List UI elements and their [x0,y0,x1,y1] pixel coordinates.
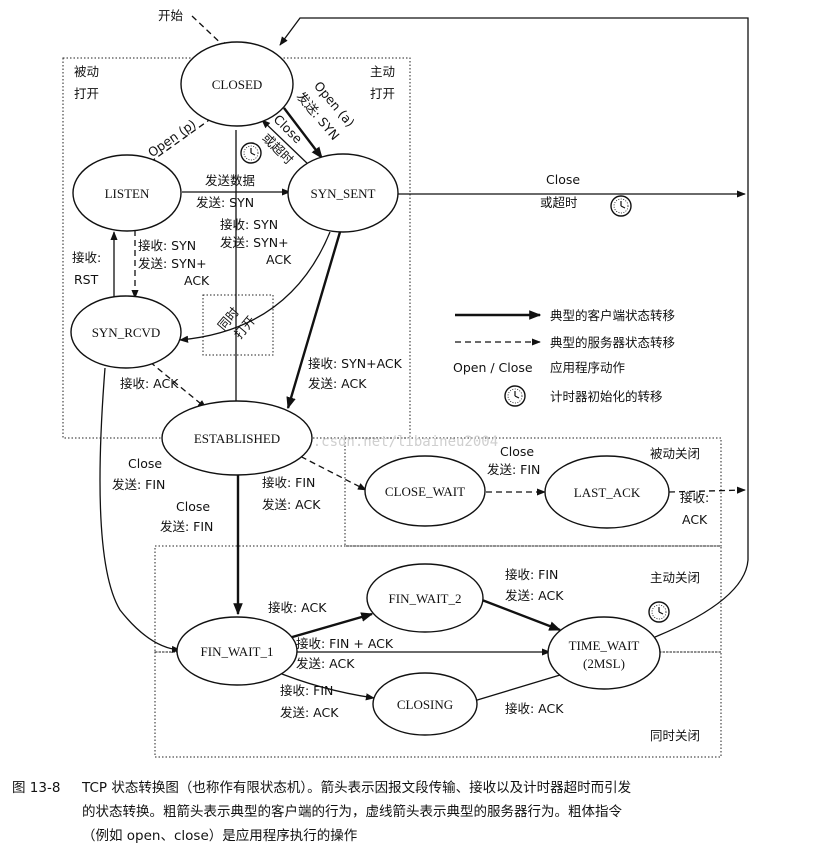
send-fin-left-label: 发送: FIN [160,519,213,534]
recv-rst-label: 接收: [72,250,101,265]
recv-ack-label: 接收: ACK [120,376,179,391]
send-fin-cw-label: 发送: FIN [487,462,540,477]
recv-synack-label: 接收: SYN+ACK [308,356,403,371]
time-wait-to-closed-arrow [279,17,749,638]
legend-timer-label: 计时器初始化的转移 [550,389,663,404]
fin-wait-1-to-fin-wait-2-arrow [281,612,374,642]
state-close-wait: CLOSE_WAIT [364,455,486,527]
recv-fin-fw2-label: 接收: FIN [505,567,558,582]
send-syn-ack-label: 发送: SYN+ [138,256,207,271]
close-cw-label: Close [500,444,534,459]
send-ack-cl-label: 发送: ACK [280,705,339,720]
last-ack-to-closed-arrow [668,486,746,494]
send-ack-fw-label: 发送: ACK [296,656,355,671]
legend-server-label: 典型的服务器状态转移 [550,335,675,350]
state-time-wait-label: TIME_WAIT [569,638,640,653]
state-listen: LISTEN [72,154,182,232]
state-last-ack: LAST_ACK [544,455,670,529]
state-syn-sent: SYN_SENT [287,153,399,233]
state-closed: CLOSED [180,41,294,127]
close-right-label-2: 或超时 [540,195,578,210]
legend-clock-icon [504,385,526,407]
state-last-ack-label: LAST_ACK [574,485,641,500]
state-closed-label: CLOSED [212,77,263,92]
passive-close-label: 被动关闭 [650,446,700,461]
send-data-label: 发送数据 [205,173,255,188]
recv-ack-la-label-2: ACK [682,512,708,527]
start-label: 开始 [158,8,184,23]
active-close-label: 主动关闭 [650,570,700,585]
recv-ack-closing-label: 接收: ACK [505,701,564,716]
caption-line-2: 的状态转换。粗箭头表示典型的客户端的行为，虚线箭头表示典型的服务器行为。粗体指令 [82,804,622,820]
recv-ack-fw1-label: 接收: ACK [268,600,327,615]
timer-clock-icon [648,601,670,623]
state-fin-wait-1: FIN_WAIT_1 [176,616,298,686]
closed-to-syn-sent-arrow [283,107,323,159]
state-established-label: ESTABLISHED [194,431,280,446]
legend-app-key: Open / Close [453,360,533,375]
recv-rst-label-2: RST [74,272,99,287]
timer-clock-icon [240,142,262,164]
caption-line-3: （例如 open、close）是应用程序执行的操作 [82,828,358,844]
syn-sent-to-closed-arrow [261,119,311,167]
passive-open-label: 被动打开 [74,64,99,101]
syn-sent-to-syn-rcvd-arrow [179,231,331,343]
caption-line-1: TCP 状态转换图（也称作有限状态机）。箭头表示因报文段传输、接收以及计时器超时… [82,780,632,796]
tcp-state-diagram: http://blog.csdn.net/libaineu2004 被动打开 主… [62,8,749,758]
figure-caption: 图 13-8 TCP 状态转换图（也称作有限状态机）。箭头表示因报文段传输、接收以… [12,776,807,848]
established-to-close-wait-arrow [291,451,367,491]
state-time-wait-sub: (2MSL) [583,656,625,671]
send-ack-label: 发送: ACK [308,376,367,391]
ack-label-2: ACK [266,252,292,267]
close-left-label: Close [176,499,210,514]
closing-to-time-wait-arrow [463,670,571,705]
legend-app-label: 应用程序动作 [550,360,626,375]
state-listen-label: LISTEN [105,186,150,201]
syn-rcvd-to-established-arrow [149,361,207,409]
ack-label: ACK [184,273,210,288]
close-est-label: Close [128,456,162,471]
fin-wait-2-to-time-wait-arrow [481,598,562,632]
active-open-label: 主动打开 [370,64,395,101]
legend-client-label: 典型的客户端状态转移 [550,308,675,323]
recv-fin-ack-label: 接收: FIN + ACK [296,636,394,651]
state-syn-rcvd: SYN_RCVD [70,295,182,369]
recv-ack-la-label: 接收: [680,490,709,505]
state-fin-wait-2: FIN_WAIT_2 [366,563,484,633]
state-close-wait-label: CLOSE_WAIT [385,484,465,499]
state-fin-wait-2-label: FIN_WAIT_2 [389,591,462,606]
send-ack-fw2-label: 发送: ACK [505,588,564,603]
figure-number: 图 13-8 [12,780,61,796]
send-syn-ack-label-2: 发送: SYN+ [220,235,289,250]
state-established: ESTABLISHED [161,400,313,476]
state-syn-rcvd-label: SYN_RCVD [92,325,161,340]
recv-syn-label-2: 接收: SYN [220,217,278,232]
send-fin-est-label: 发送: FIN [112,477,165,492]
state-fin-wait-1-label: FIN_WAIT_1 [201,644,274,659]
simul-close-region [154,651,722,758]
syn-sent-to-established-arrow [286,231,342,410]
state-closing: CLOSING [372,672,478,736]
send-syn-label: 发送: SYN [196,195,254,210]
state-time-wait: TIME_WAIT (2MSL) [547,616,661,690]
close-right-label: Close [546,172,580,187]
recv-syn-label: 接收: SYN [138,238,196,253]
simul-close-label: 同时关闭 [650,728,700,743]
state-syn-sent-label: SYN_SENT [310,186,375,201]
syn-rcvd-to-fin-wait-1-arrow [99,367,181,654]
send-ack-est-label: 发送: ACK [262,497,321,512]
simul-open-box [202,294,274,356]
state-closing-label: CLOSING [397,697,453,712]
legend: 典型的客户端状态转移 典型的服务器状态转移 Open / Close 应用程序动… [453,308,675,407]
open-p-label: Open (p) [145,116,199,160]
timer-clock-icon [610,195,632,217]
recv-fin-est-label: 接收: FIN [262,475,315,490]
recv-fin-cl-label: 接收: FIN [280,683,333,698]
